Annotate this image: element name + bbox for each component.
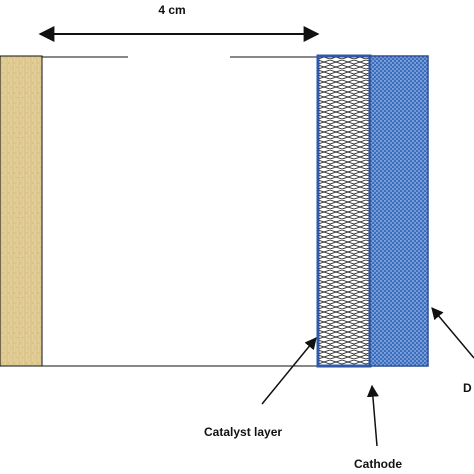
cathode-block xyxy=(369,55,429,367)
catalyst-layer-arrow xyxy=(261,337,317,405)
catalyst-layer-block xyxy=(316,54,372,368)
cathode-arrow xyxy=(366,384,379,447)
anode-block xyxy=(0,55,43,367)
catalyst-layer-label: Catalyst layer xyxy=(204,425,282,439)
cathode-label: Cathode xyxy=(354,457,402,471)
right-label-arrow xyxy=(431,307,474,359)
partial-right-label: D xyxy=(463,381,472,395)
dimension-label: 4 cm xyxy=(158,3,185,17)
